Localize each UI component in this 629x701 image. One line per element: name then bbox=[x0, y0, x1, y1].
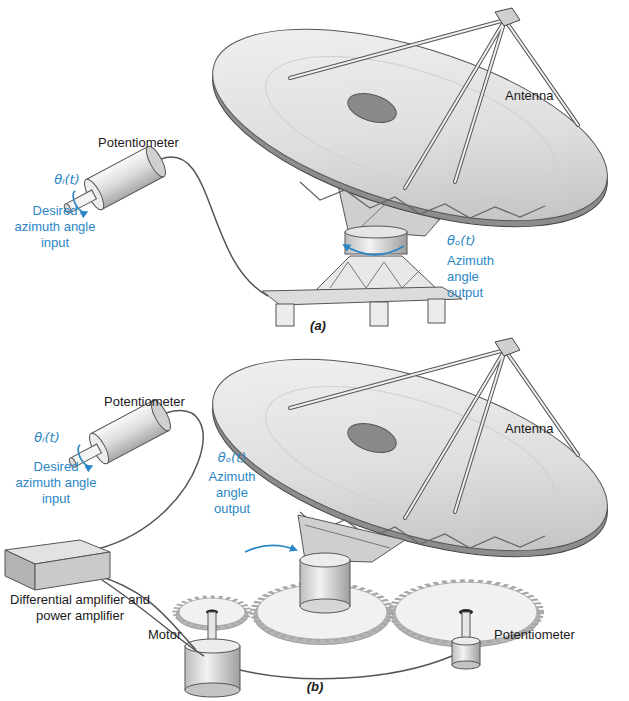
box-face bbox=[35, 552, 110, 590]
panel-label: (b) bbox=[290, 679, 340, 695]
potentiometer-symbol bbox=[452, 637, 480, 645]
wire bbox=[95, 411, 452, 679]
potentiometer-symbol bbox=[452, 612, 480, 669]
part-name: Antenna bbox=[505, 88, 585, 104]
antenna-base bbox=[276, 304, 294, 326]
antenna-base bbox=[370, 302, 388, 326]
signal-name: θᵢ(t) bbox=[42, 172, 92, 188]
part-name: Azimuth angle output bbox=[202, 469, 262, 517]
antenna-base bbox=[330, 262, 420, 288]
part-name: Potentiometer bbox=[494, 627, 594, 643]
potentiometer-symbol bbox=[62, 398, 174, 479]
antenna-base bbox=[300, 599, 350, 613]
potentiometer-symbol bbox=[452, 661, 480, 669]
panel-label: (a) bbox=[293, 318, 343, 334]
part-name: Desired azimuth angle input bbox=[12, 459, 100, 507]
rotation-arrow bbox=[245, 545, 296, 552]
box-outline bbox=[5, 540, 110, 590]
part-name: Desired azimuth angle input bbox=[11, 203, 99, 251]
signal-name: θₒ(t) bbox=[202, 450, 262, 466]
rotation-arrow bbox=[344, 245, 404, 255]
part-name: Motor bbox=[148, 627, 198, 643]
antenna-base bbox=[345, 226, 407, 238]
antenna-dish bbox=[191, 320, 629, 595]
amplifier-box: Differential amplifier and power amplifi… bbox=[5, 540, 110, 590]
part-name: Potentiometer bbox=[98, 135, 198, 151]
antenna-base bbox=[316, 256, 438, 290]
wire bbox=[161, 157, 268, 296]
antenna-mount bbox=[305, 525, 390, 548]
part-name: Differential amplifier and power amplifi… bbox=[10, 592, 150, 624]
antenna-dish bbox=[191, 0, 629, 266]
box-face bbox=[5, 550, 35, 590]
antenna-base bbox=[428, 299, 445, 323]
antenna-base bbox=[300, 553, 350, 613]
antenna-base bbox=[300, 553, 350, 567]
signal-name: θₒ(t) bbox=[447, 233, 507, 249]
signal-name: θᵢ(t) bbox=[22, 430, 72, 446]
motor-symbol bbox=[185, 683, 240, 697]
wire bbox=[240, 656, 452, 679]
part-name: Azimuth angle output bbox=[447, 253, 507, 301]
part-name: Antenna bbox=[505, 421, 585, 437]
gear bbox=[176, 581, 540, 647]
part-name: Potentiometer bbox=[104, 394, 204, 410]
motor-symbol bbox=[185, 612, 240, 697]
